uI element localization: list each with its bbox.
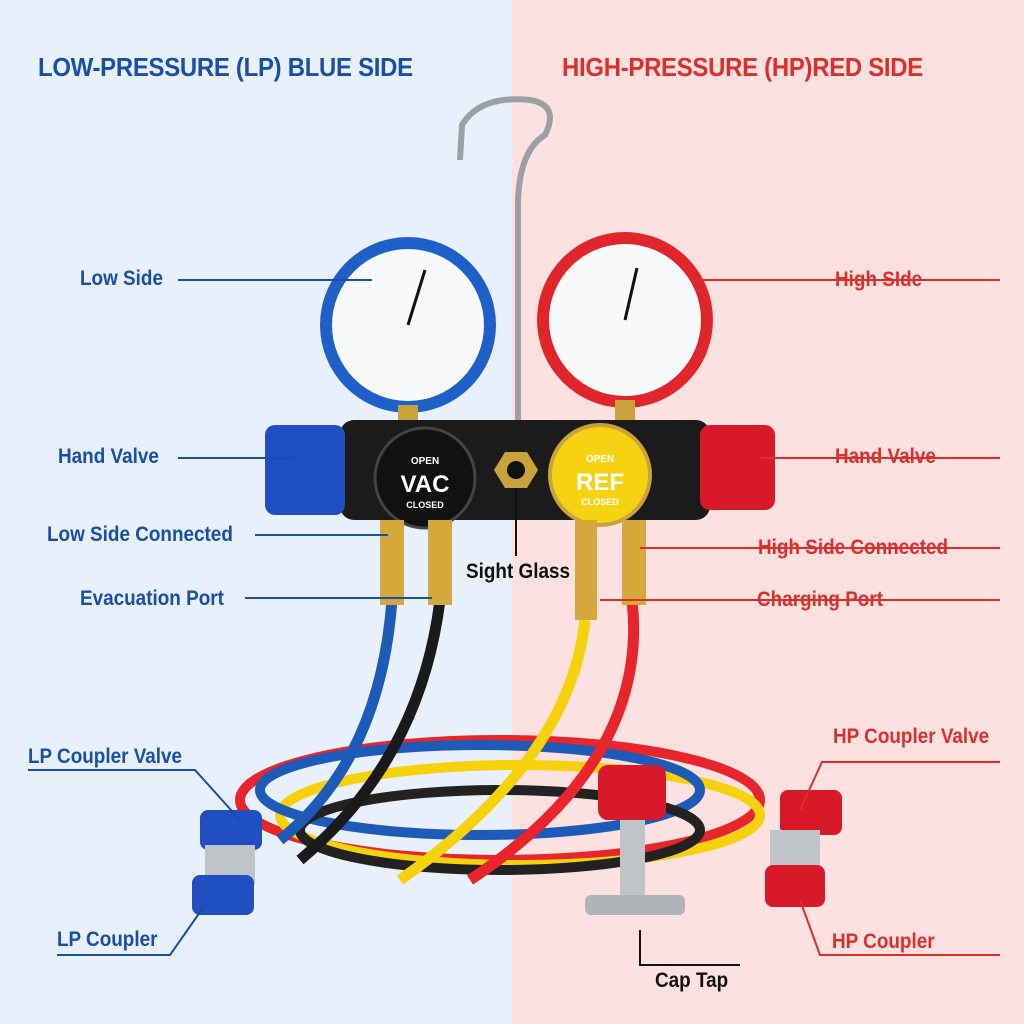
hp-side-heading: HIGH-PRESSURE (HP)RED SIDE bbox=[562, 52, 923, 82]
label-low-side: Low Side bbox=[80, 267, 163, 290]
ref-open-text: OPEN bbox=[586, 454, 614, 465]
red-hand-valve bbox=[700, 425, 775, 510]
ref-knob bbox=[548, 423, 652, 527]
lp-coupler-assembly bbox=[192, 810, 262, 915]
label-lp-coupler-valve: LP Coupler Valve bbox=[28, 745, 183, 768]
label-lp-coupler: LP Coupler bbox=[57, 928, 158, 951]
label-hand-valve-right: Hand Valve bbox=[835, 445, 936, 468]
high-side-gauge bbox=[537, 232, 713, 422]
label-cap-tap: Cap Tap bbox=[655, 969, 729, 992]
brass-ports bbox=[380, 520, 646, 620]
hanging-hook bbox=[457, 96, 553, 420]
label-hp-coupler-valve: HP Coupler Valve bbox=[833, 725, 990, 748]
label-hp-coupler: HP Coupler bbox=[832, 930, 935, 953]
label-sight-glass: Sight Glass bbox=[466, 560, 570, 583]
cap-tap-assembly bbox=[585, 765, 685, 915]
label-charging-port: Charging Port bbox=[757, 588, 883, 611]
vac-open-text: OPEN bbox=[411, 456, 439, 467]
low-side-gauge bbox=[320, 237, 496, 425]
hp-coupler-leader bbox=[799, 899, 1000, 956]
vac-text: VAC bbox=[401, 471, 450, 498]
label-high-side-connected: High Side Connected bbox=[758, 536, 949, 559]
label-hand-valve-left: Hand Valve bbox=[58, 445, 159, 468]
ref-text: REF bbox=[576, 469, 624, 496]
yellow-hose bbox=[396, 619, 591, 885]
lp-coupler-leader bbox=[57, 904, 206, 956]
label-high-side: High SIde bbox=[835, 268, 923, 291]
vac-closed-text: CLOSED bbox=[406, 500, 444, 510]
hp-coupler-valve-leader bbox=[799, 761, 1000, 811]
vac-knob bbox=[373, 426, 477, 530]
lp-coupler-valve-leader bbox=[28, 769, 241, 821]
cap-tap-leader bbox=[639, 930, 740, 966]
lp-side-heading: LOW-PRESSURE (LP) BLUE SIDE bbox=[38, 52, 413, 82]
blue-hose bbox=[276, 599, 398, 845]
blue-hand-valve bbox=[265, 425, 345, 515]
black-hose bbox=[296, 599, 446, 865]
label-evacuation-port: Evacuation Port bbox=[80, 587, 224, 610]
red-hose bbox=[466, 599, 640, 885]
hp-coupler-assembly bbox=[765, 790, 842, 907]
ref-closed-text: CLOSED bbox=[581, 497, 619, 507]
label-low-side-connected: Low Side Connected bbox=[47, 523, 233, 546]
